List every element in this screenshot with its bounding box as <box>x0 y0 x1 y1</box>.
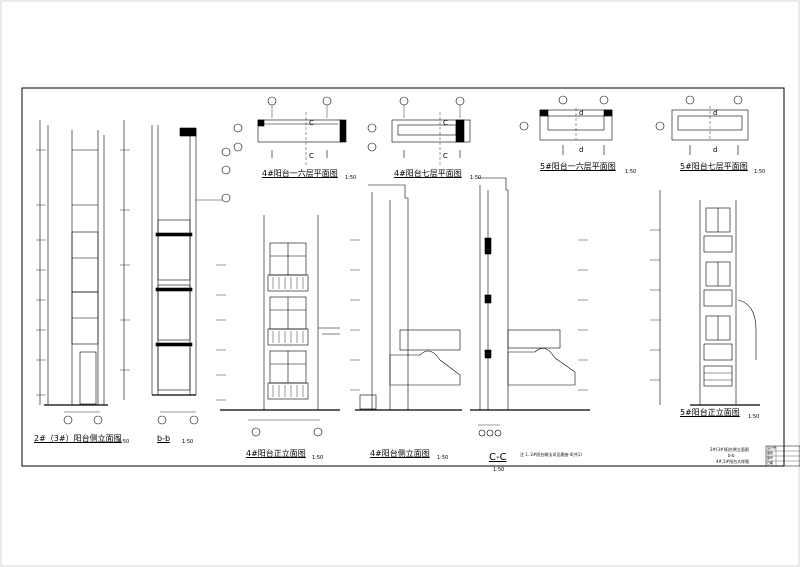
title-side-elevation-4: 4#阳台侧立面图 <box>370 449 430 458</box>
section-mark-d-2: d <box>579 146 584 154</box>
section-mark-c-4: C <box>443 152 448 160</box>
scale-3: 1:50 <box>345 175 357 181</box>
view-front-elevation-5 <box>650 190 760 406</box>
section-mark-d-3: d <box>713 109 718 117</box>
title-block-cell-2: 图别 <box>767 450 774 455</box>
scale-9: 1:50 <box>493 467 505 473</box>
view-side-elevation-2 <box>36 120 108 425</box>
title-block-name-2: b-b <box>728 453 735 458</box>
scale-6: 1:50 <box>754 169 766 175</box>
title-block-name-1: 2#(3#)阳台侧立面图 <box>710 447 749 452</box>
view-section-bb <box>120 120 231 425</box>
title-plan-4-7: 4#阳台七层平面图 <box>394 169 462 178</box>
plan-4-7 <box>367 96 471 165</box>
title-plan-5-7: 5#阳台七层平面图 <box>680 162 748 171</box>
title-side-elevation-2: 2#（3#）阳台侧立面图 <box>34 434 122 443</box>
title-block <box>765 445 800 467</box>
title-block-cell-4: 日期 <box>767 460 774 465</box>
view-side-elevation-4 <box>350 184 462 411</box>
title-section-cc: C-C <box>489 452 507 463</box>
sheet-border <box>21 87 785 467</box>
section-mark-c-3: C <box>443 119 448 127</box>
general-note: 注 1. 2#阳台做法详见建施-4(共1) <box>520 452 582 457</box>
view-front-elevation-4 <box>216 215 340 437</box>
title-front-elevation-4: 4#阳台正立面图 <box>246 449 306 458</box>
scale-7: 1:50 <box>312 455 324 461</box>
scale-8: 1:50 <box>437 455 449 461</box>
title-block-cell-1: 设计号 <box>767 445 777 450</box>
section-mark-d-4: d <box>713 146 718 154</box>
title-section-bb: b-b <box>157 434 171 443</box>
scale-1: 1:50 <box>118 439 130 445</box>
scale-10: 1:50 <box>748 414 760 420</box>
plan-4-1-6 <box>233 96 347 165</box>
section-mark-c-2: C <box>309 152 314 160</box>
scale-5: 1:50 <box>625 169 637 175</box>
title-block-cell-3: 图号 <box>767 455 774 460</box>
title-plan-4-1-6: 4#阳台一六层平面图 <box>262 169 338 178</box>
title-plan-5-1-6: 5#阳台一六层平面图 <box>540 162 616 171</box>
view-section-cc <box>470 177 590 437</box>
plan-5-1-6 <box>519 95 613 155</box>
scale-2: 1:50 <box>182 439 194 445</box>
plan-5-7 <box>655 95 749 155</box>
section-mark-d-1: d <box>579 109 584 117</box>
title-front-elevation-5: 5#阳台正立面图 <box>680 408 740 417</box>
title-block-name-3: 4#,5#阳台大样图 <box>716 459 750 464</box>
scale-4: 1:50 <box>470 175 482 181</box>
section-mark-c-1: C <box>309 119 314 127</box>
